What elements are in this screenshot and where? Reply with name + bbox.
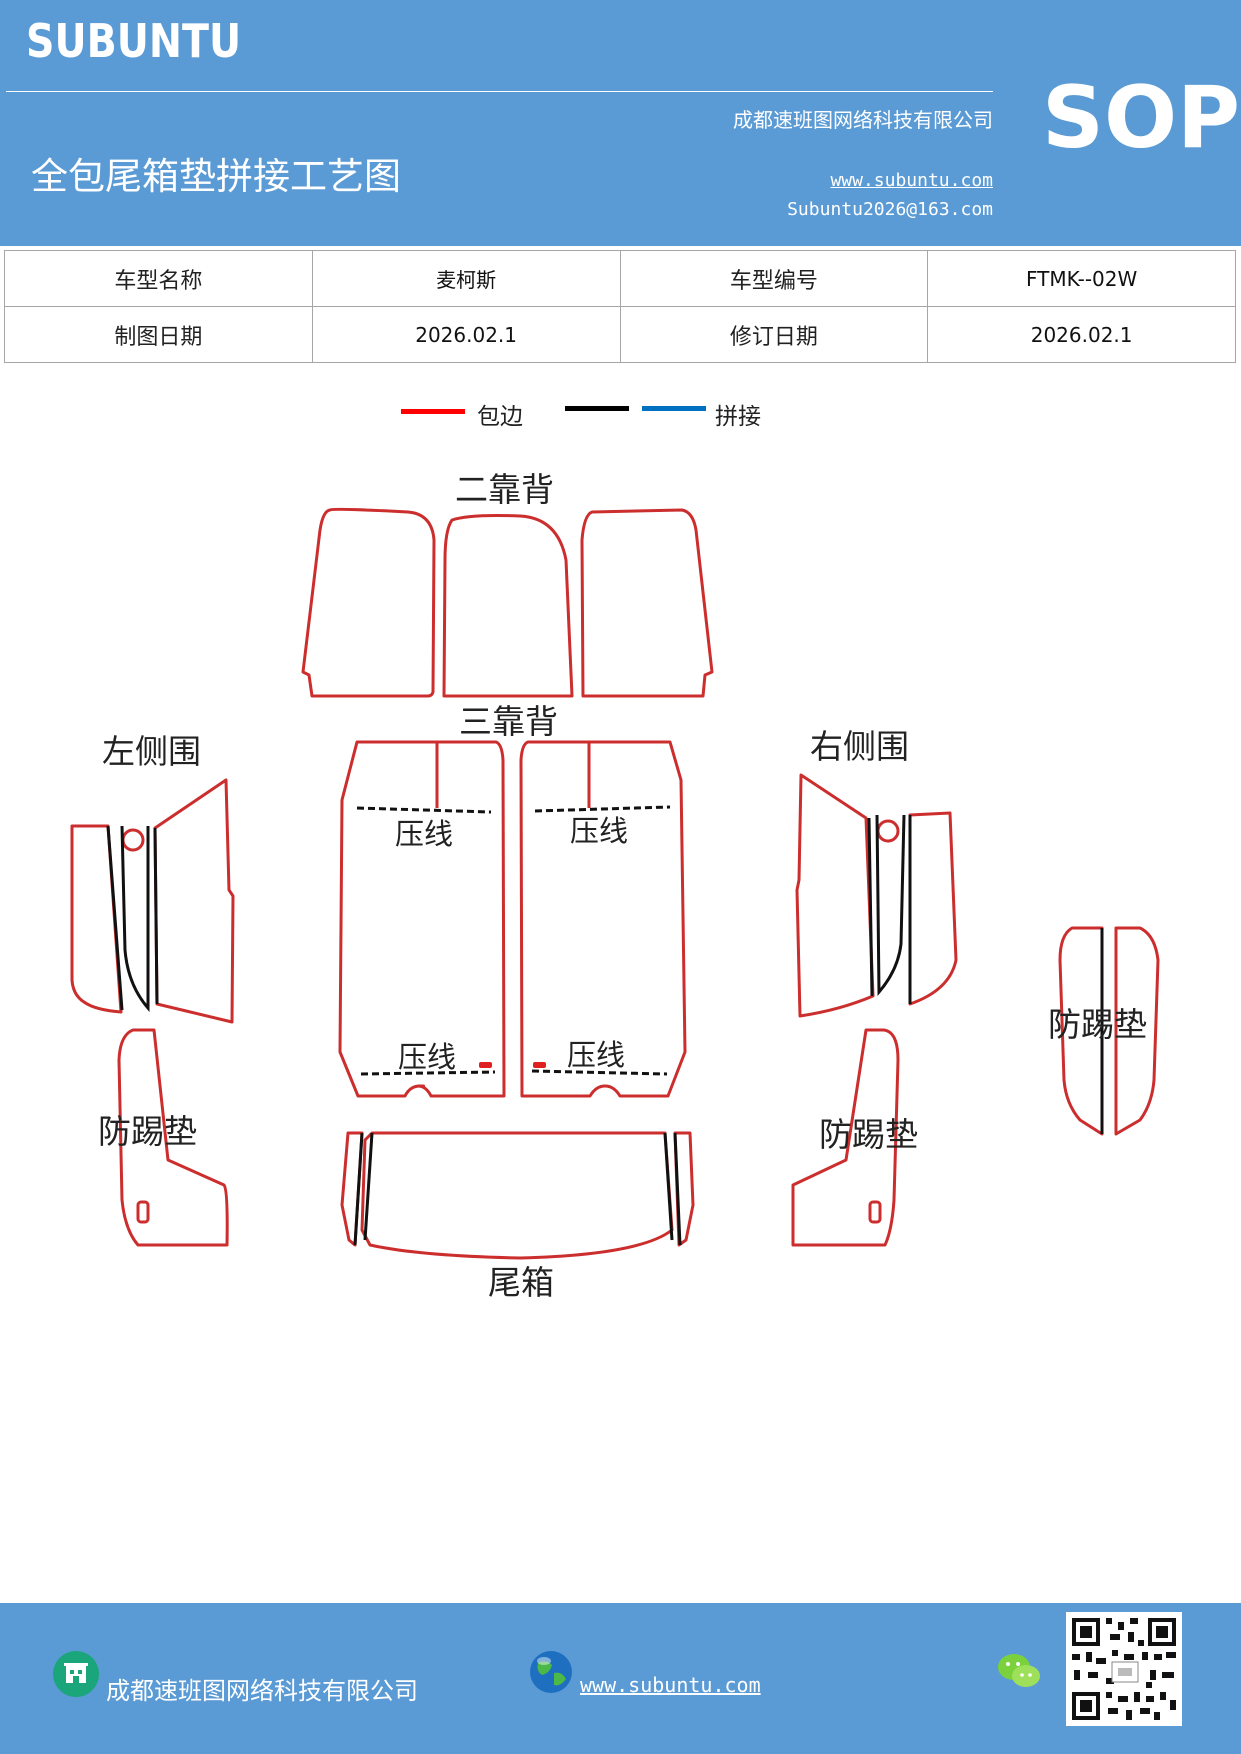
third-back-left-panel — [338, 740, 506, 1098]
vehicle-info-table: 车型名称 麦柯斯 车型编号 FTMK--02W 制图日期 2026.02.1 修… — [4, 250, 1236, 363]
red-mark-right — [533, 1062, 546, 1068]
footer-banner: 成都速班图网络科技有限公司 www.subuntu.com — [0, 1603, 1241, 1754]
model-name-value: 麦柯斯 — [311, 250, 621, 307]
legend-black-swatch — [565, 406, 629, 411]
legend-splice-label: 拼接 — [715, 404, 761, 430]
sop-badge: SOP — [1042, 68, 1241, 168]
left-side-panel-b — [153, 778, 235, 1024]
legend: 包边 拼接 — [0, 395, 1241, 435]
left-kick-slot — [136, 1200, 150, 1224]
right-side-panel-a — [795, 773, 875, 1018]
label-trunk: 尾箱 — [488, 1263, 554, 1302]
label-press-line-1: 压线 — [395, 817, 453, 851]
legend-wrap-swatch — [401, 409, 465, 414]
left-kick-mat — [117, 1028, 229, 1247]
globe-icon — [528, 1649, 574, 1695]
second-back-left-panel — [301, 507, 436, 698]
right-side-hole — [876, 819, 900, 843]
revise-date-label: 修订日期 — [619, 306, 929, 363]
cutting-diagram: 二靠背 三靠背 左侧围 右侧围 压线 压线 压线 压线 防踢垫 防踢垫 防踢垫 … — [70, 470, 1160, 1302]
company-icon — [53, 1651, 99, 1697]
label-left-side: 左侧围 — [102, 732, 201, 771]
table-row: 车型名称 麦柯斯 车型编号 FTMK--02W — [4, 250, 1236, 307]
press-line-bottom-right — [531, 1069, 668, 1076]
header-divider — [6, 91, 993, 92]
footer-company-name: 成都速班图网络科技有限公司 — [106, 1677, 418, 1705]
left-splice-3 — [153, 827, 159, 1005]
revise-date-value: 2026.02.1 — [927, 306, 1236, 363]
contact-email: Subuntu2026@163.com — [787, 199, 993, 220]
left-splice-2 — [120, 825, 150, 1013]
website-link[interactable]: www.subuntu.com — [830, 170, 993, 191]
label-kick-mat-left: 防踢垫 — [98, 1112, 197, 1151]
label-third-back: 三靠背 — [459, 702, 558, 741]
label-kick-mat-far-right: 防踢垫 — [1048, 1005, 1147, 1044]
page-title: 全包尾箱垫拼接工艺图 — [31, 155, 401, 198]
wechat-icon[interactable] — [996, 1651, 1042, 1691]
right-side-panel-b — [908, 811, 958, 1006]
press-line-top-right — [534, 805, 671, 813]
trunk-splice-left-2 — [363, 1132, 374, 1241]
label-right-side: 右侧围 — [810, 727, 909, 766]
right-kick-slot — [868, 1200, 882, 1224]
legend-splice-swatch — [642, 406, 706, 411]
left-side-panel-a — [70, 824, 123, 1014]
model-name-label: 车型名称 — [4, 250, 313, 307]
trunk-splice-right-2 — [673, 1132, 682, 1246]
trunk-splice-left-1 — [353, 1132, 364, 1246]
third-back-right-panel — [519, 740, 687, 1098]
far-right-kick-mat-left — [1058, 926, 1104, 1136]
trunk-splice-right-1 — [663, 1132, 674, 1241]
left-splice-1 — [106, 825, 124, 1011]
right-kick-mat — [791, 1028, 900, 1247]
trunk-panel — [360, 1131, 674, 1260]
draw-date-label: 制图日期 — [4, 306, 313, 363]
draw-date-value: 2026.02.1 — [311, 306, 621, 363]
far-right-kick-mat-right — [1114, 926, 1160, 1136]
header-banner: SUBUNTU 成都速班图网络科技有限公司 全包尾箱垫拼接工艺图 www.sub… — [0, 0, 1241, 246]
press-line-bottom-left — [360, 1070, 496, 1076]
label-press-line-2: 压线 — [570, 814, 628, 848]
label-kick-mat-right: 防踢垫 — [819, 1115, 918, 1154]
right-splice-1 — [867, 817, 874, 997]
label-press-line-3: 压线 — [398, 1040, 456, 1074]
model-code-value: FTMK--02W — [927, 250, 1236, 307]
model-code-label: 车型编号 — [619, 250, 929, 307]
second-back-middle-panel — [442, 514, 574, 698]
left-side-hole — [121, 828, 145, 852]
right-splice-2 — [875, 814, 906, 996]
label-second-back: 二靠背 — [455, 470, 554, 509]
label-press-line-4: 压线 — [567, 1038, 625, 1072]
qr-code — [1066, 1612, 1182, 1726]
second-back-right-panel — [580, 508, 714, 698]
table-row: 制图日期 2026.02.1 修订日期 2026.02.1 — [4, 306, 1236, 363]
press-line-top-left — [356, 806, 492, 814]
brand-logo: SUBUNTU — [26, 14, 242, 68]
company-name: 成都速班图网络科技有限公司 — [733, 108, 993, 132]
red-mark-left — [479, 1062, 492, 1068]
footer-website-link[interactable]: www.subuntu.com — [580, 1673, 761, 1697]
legend-wrap-label: 包边 — [477, 404, 523, 430]
trunk-left-flap — [340, 1131, 364, 1247]
